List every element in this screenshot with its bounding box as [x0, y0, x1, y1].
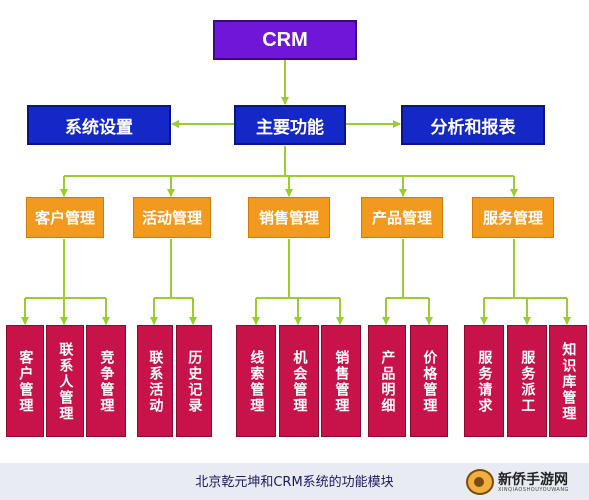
module-activity: 活动管理 — [133, 197, 211, 238]
watermark-logo-icon — [466, 469, 494, 495]
module-sales: 销售管理 — [248, 197, 330, 238]
module-product: 产品管理 — [361, 197, 443, 238]
system-settings-node: 系统设置 — [27, 105, 171, 145]
main-functions-node: 主要功能 — [234, 105, 346, 145]
root-node-crm: CRM — [213, 20, 357, 60]
watermark: 新侨手游网 XINQIAOSHOUYOUWANG — [466, 467, 586, 497]
leaf-history-records: 历史记录 — [176, 325, 212, 437]
leaf-lead-management: 线索管理 — [236, 325, 276, 437]
module-customer: 客户管理 — [26, 197, 104, 238]
analysis-reports-node: 分析和报表 — [401, 105, 545, 145]
leaf-contact-activity: 联系活动 — [137, 325, 173, 437]
leaf-service-dispatch: 服务派工 — [507, 325, 547, 437]
watermark-subtitle: XINQIAOSHOUYOUWANG — [498, 487, 569, 493]
leaf-price-management: 价格管理 — [410, 325, 448, 437]
module-service: 服务管理 — [472, 197, 554, 238]
watermark-name: 新侨手游网 — [498, 472, 568, 488]
leaf-contact-management: 联系人管理 — [46, 325, 84, 437]
leaf-competition-management: 竞争管理 — [86, 325, 126, 437]
leaf-knowledge-base: 知识库管理 — [549, 325, 587, 437]
leaf-product-details: 产品明细 — [368, 325, 406, 437]
caption-text: 北京乾元坤和CRM系统的功能模块 — [195, 475, 394, 490]
leaf-opportunity-management: 机会管理 — [279, 325, 319, 437]
leaf-service-request: 服务请求 — [464, 325, 504, 437]
leaf-sales-management: 销售管理 — [321, 325, 361, 437]
leaf-customer-management: 客户管理 — [6, 325, 44, 437]
